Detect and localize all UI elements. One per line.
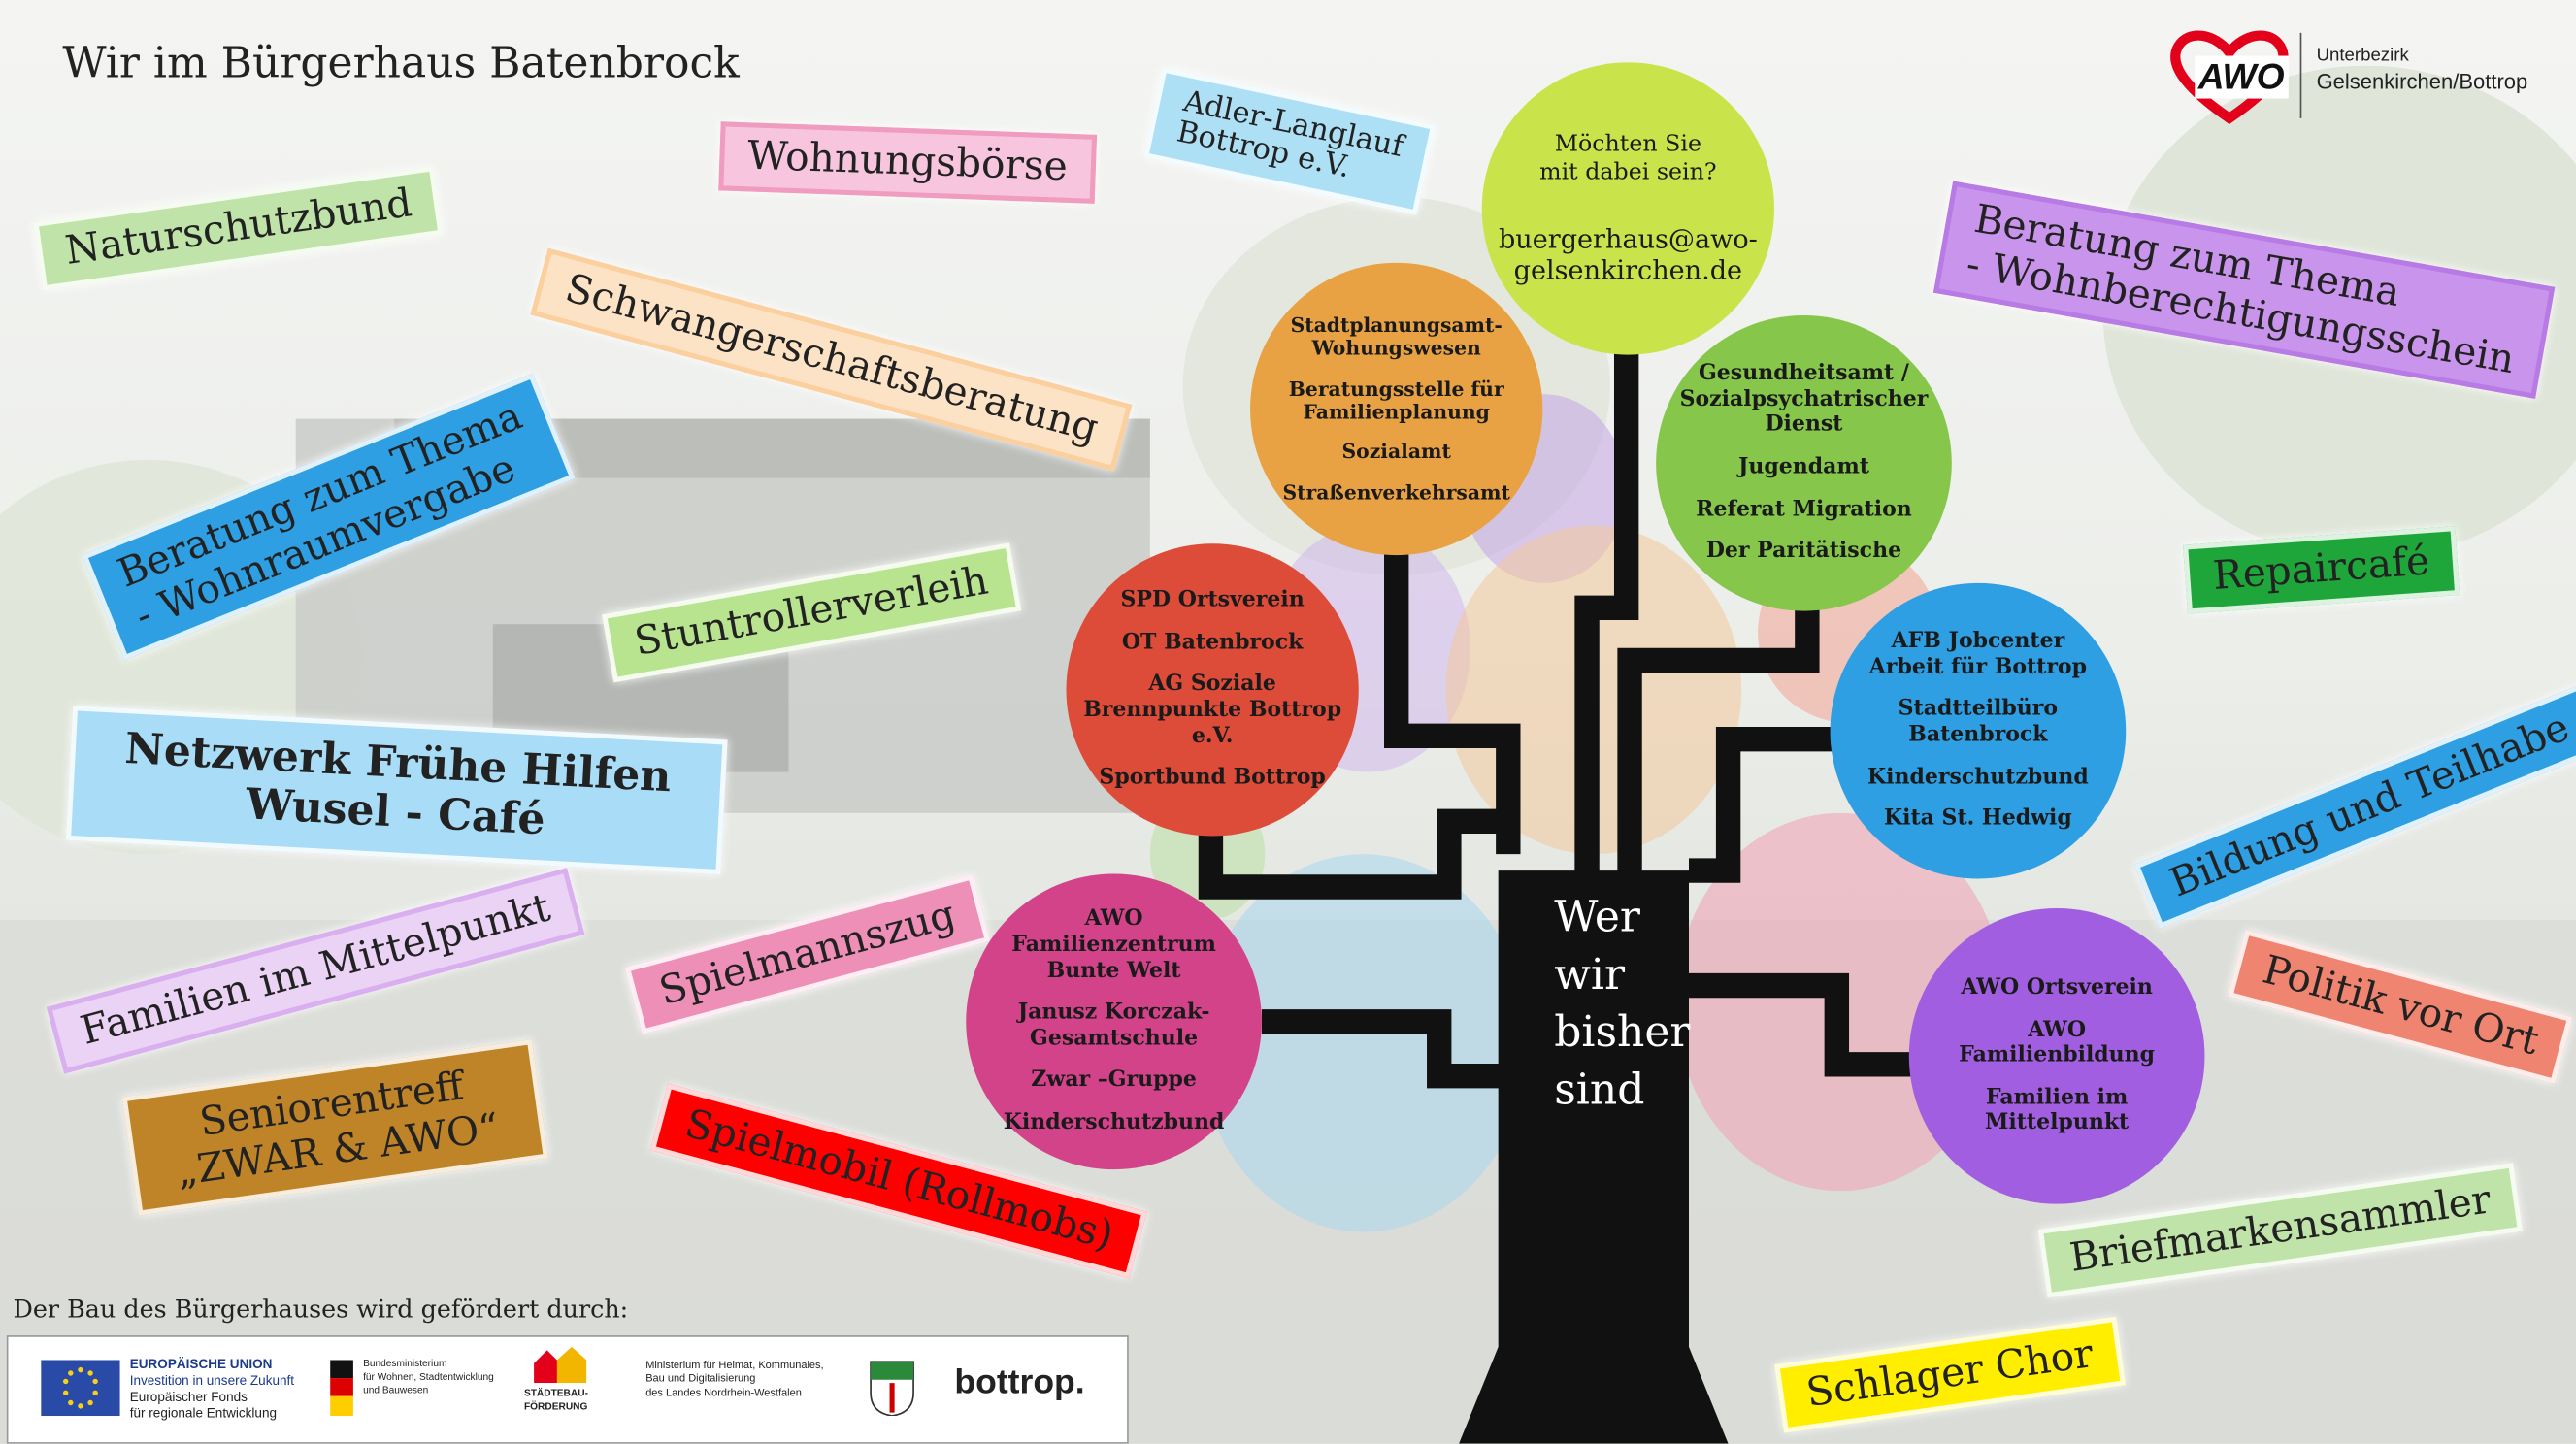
circle-gesundheitsamt: Gesundheitsamt / Sozialpsychatrischer Di… <box>1656 314 1952 611</box>
funding-text: Der Bau des Bürgerhauses wird gefördert … <box>13 1294 629 1325</box>
contact-email-domain[interactable]: gelsenkirchen.de <box>1513 254 1743 286</box>
tag-wohnungsboerse: Wohnungsbörse <box>718 121 1097 204</box>
nrw-ministerium-text: Ministerium für Heimat, Kommunales, Bau … <box>645 1360 824 1399</box>
staedtebau-text: STÄDTEBAU- FÖRDERUNG <box>523 1389 588 1413</box>
eu-flag-icon <box>41 1360 120 1417</box>
circle-awo-ortsverein: AWO Ortsverein AWO Familienbildung Famil… <box>1908 908 2205 1204</box>
circle-jobcenter: AFB Jobcenter Arbeit für Bottrop Stadtte… <box>1830 582 2127 879</box>
awo-divider <box>2299 32 2302 118</box>
funding-logos: EUROPÄISCHE UNION Investition in unsere … <box>6 1335 1129 1444</box>
bottrop-logo: bottrop. <box>954 1362 1085 1401</box>
circle-stadtplanung: Stadtplanungsamt- Wohungswesen Beratungs… <box>1250 262 1543 556</box>
awo-line2: Gelsenkirchen/Bottrop <box>2316 69 2528 94</box>
awo-line1: Unterbezirk <box>2316 46 2409 66</box>
bundesministerium-text: Bundesministerium für Wohnen, Stadtentwi… <box>363 1360 494 1396</box>
contact-email[interactable]: buergerhaus@awo- <box>1498 222 1758 254</box>
staedtebau-house-icon <box>531 1346 587 1384</box>
german-eagle-icon <box>330 1360 353 1417</box>
page-title: Wir im Bürgerhaus Batenbrock <box>62 39 740 89</box>
circle-spd: SPD Ortsverein OT Batenbrock AG Soziale … <box>1066 543 1359 837</box>
eu-text: EUROPÄISCHE UNION Investition in unsere … <box>129 1357 295 1422</box>
circle-contact: Möchten Sie mit dabei sein? buergerhaus@… <box>1481 62 1775 355</box>
nrw-crest-icon <box>869 1360 914 1417</box>
awo-logo-text: AWO <box>2195 55 2289 99</box>
circle-familienzentrum: AWO Familienzentrum Bunte Welt Janusz Ko… <box>966 873 1262 1170</box>
awo-logo: AWO Unterbezirk Gelsenkirchen/Bottrop <box>2165 29 2559 128</box>
trunk-text: Wer wir bisher sind <box>1554 893 1691 1116</box>
